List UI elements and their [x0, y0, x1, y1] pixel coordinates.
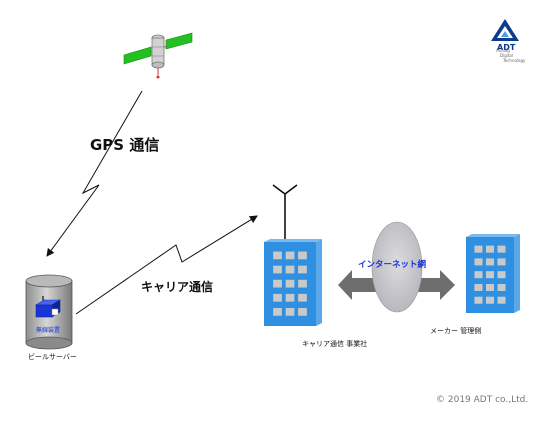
- building-window: [474, 283, 483, 291]
- building-window: [273, 251, 282, 260]
- building-window: [485, 271, 495, 279]
- maker-management-caption: メーカー 管理側: [430, 327, 482, 335]
- wireless-device-icon: [34, 296, 62, 318]
- carrier-building-icon: [264, 239, 322, 326]
- building-window: [298, 279, 307, 288]
- building-window: [474, 258, 483, 266]
- building-window: [497, 258, 506, 266]
- building-window: [273, 265, 282, 274]
- gps-communication-label: GPS 通信: [90, 136, 160, 154]
- antenna-tower-icon: [272, 184, 298, 242]
- internet-network-label: インターネット網: [358, 260, 427, 270]
- building-window: [273, 279, 282, 288]
- building-window: [485, 283, 495, 291]
- building-window: [285, 279, 295, 288]
- gps-link-arrow: [46, 90, 143, 257]
- building-window: [285, 265, 295, 274]
- building-window: [298, 251, 307, 260]
- building-window: [298, 293, 307, 302]
- building-window: [497, 271, 506, 279]
- building-window: [485, 296, 495, 304]
- building-window: [285, 251, 295, 260]
- building-window: [285, 293, 295, 302]
- adt-logo: [491, 19, 519, 41]
- building-window: [285, 307, 295, 316]
- satellite-icon: [123, 32, 193, 79]
- building-window: [298, 307, 307, 316]
- building-window: [485, 258, 495, 266]
- logo-subtitle-analog: Analog: [496, 48, 510, 53]
- internet-ellipse-icon: [371, 221, 423, 313]
- maker-building-icon: [466, 234, 520, 313]
- building-window: [497, 283, 506, 291]
- beer-server-caption: ビールサーバー: [28, 353, 77, 361]
- building-window: [474, 296, 483, 304]
- building-window: [474, 271, 483, 279]
- logo-subtitle-digital: Digital: [500, 53, 513, 58]
- building-window: [273, 293, 282, 302]
- copyright-notice: © 2019 ADT co.,Ltd.: [436, 395, 529, 405]
- building-window: [485, 245, 495, 253]
- wireless-device-label: 無線装置: [36, 327, 61, 334]
- building-window: [273, 307, 282, 316]
- logo-subtitle-technology: Technology: [503, 58, 526, 63]
- building-window: [298, 265, 307, 274]
- carrier-link-arrow: [75, 215, 258, 315]
- carrier-communication-label: キャリア通信: [141, 280, 214, 294]
- carrier-office-caption: キャリア通信 事業社: [302, 340, 368, 348]
- building-window: [497, 245, 506, 253]
- building-window: [474, 245, 483, 253]
- building-window: [497, 296, 506, 304]
- logo-name: ADT: [497, 43, 516, 52]
